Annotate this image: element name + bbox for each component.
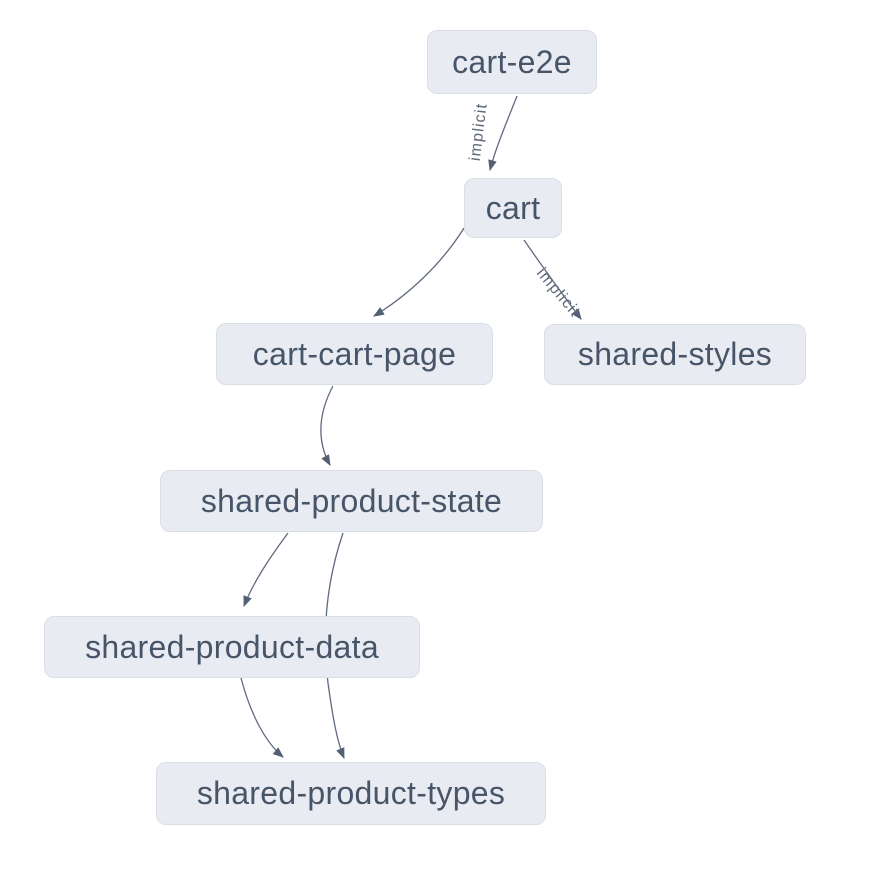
node-cart-e2e[interactable]: cart-e2e: [427, 30, 597, 94]
node-shared-product-types[interactable]: shared-product-types: [156, 762, 546, 825]
edge-cart-to-shared-styles: [523, 239, 582, 320]
node-cart[interactable]: cart: [464, 178, 562, 238]
node-label: shared-styles: [577, 336, 773, 372]
edge-cart-to-cart-cart-page: [373, 227, 465, 317]
edge-label-implicit-cart-e2e-cart: implicit: [467, 102, 491, 162]
node-shared-styles[interactable]: shared-styles: [544, 324, 806, 385]
node-label: cart: [485, 189, 541, 226]
node-label: cart-cart-page: [252, 335, 457, 372]
edge-cart-cart-page-to-shared-product-state: [320, 385, 334, 466]
node-shared-product-state[interactable]: shared-product-state: [160, 470, 543, 532]
node-label: shared-product-data: [85, 628, 379, 665]
node-label: shared-product-state: [200, 482, 503, 519]
node-label: shared-product-types: [196, 775, 506, 811]
edge-cart-e2e-to-cart: [488, 95, 518, 172]
edge-shared-product-data-to-shared-product-types: [240, 677, 284, 758]
edge-label-implicit-cart-shared-styles: implicit: [533, 265, 584, 321]
node-shared-product-data[interactable]: shared-product-data: [44, 616, 420, 678]
edge-shared-product-state-to-shared-product-data: [243, 532, 289, 608]
node-label: cart-e2e: [452, 43, 572, 80]
node-cart-cart-page[interactable]: cart-cart-page: [216, 323, 493, 385]
